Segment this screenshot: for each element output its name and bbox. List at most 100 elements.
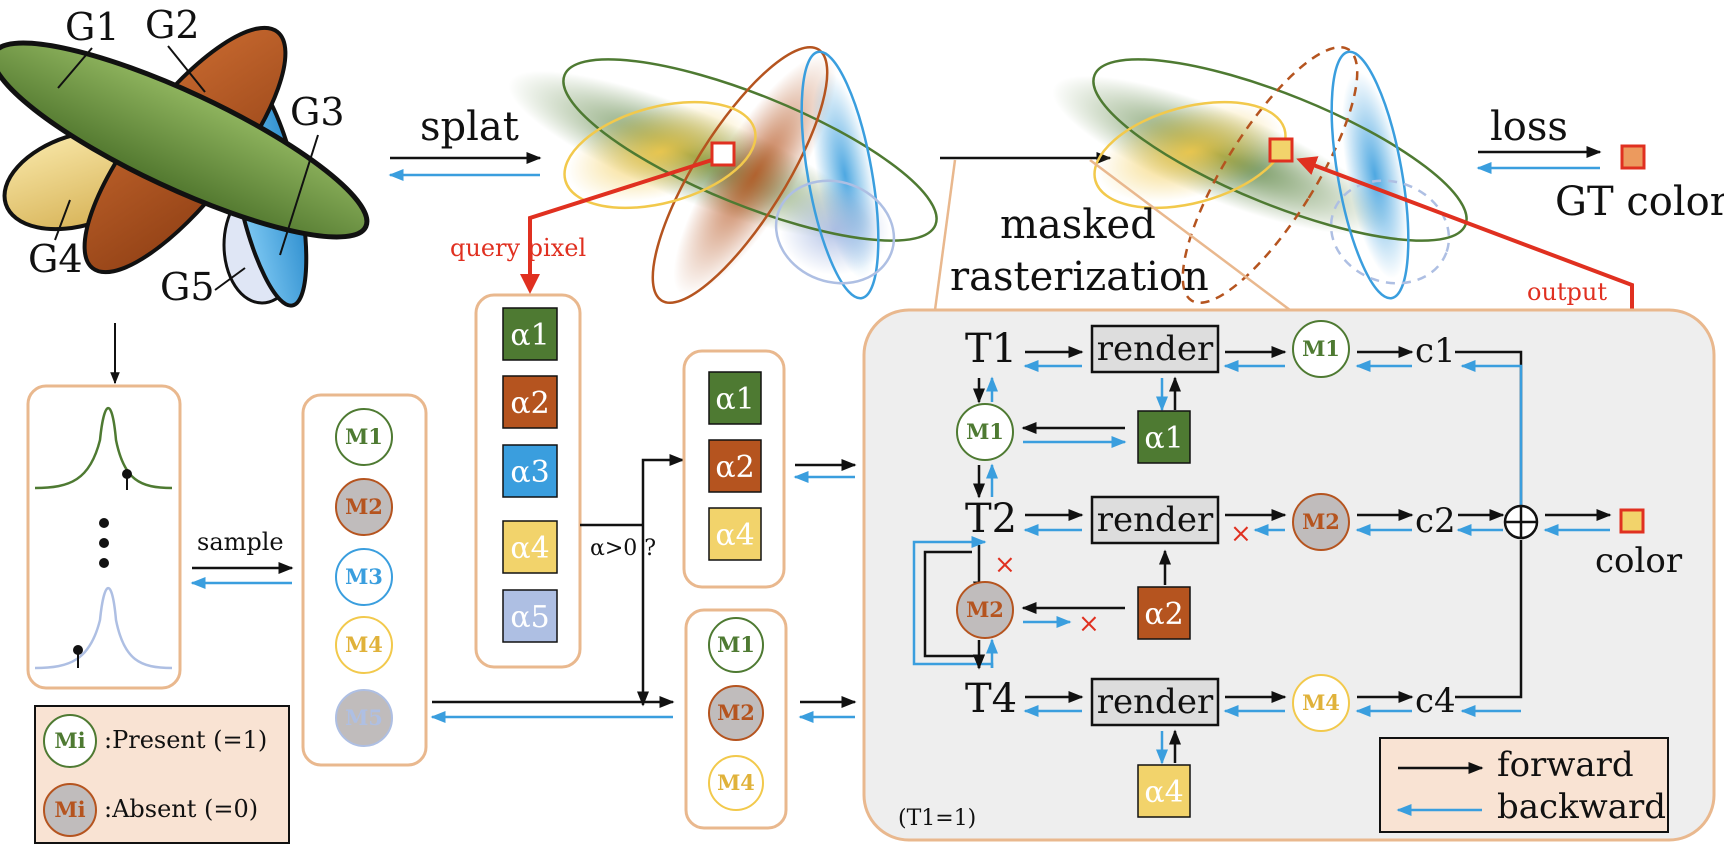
legend-forward: forward bbox=[1497, 745, 1634, 785]
svg-text:M1: M1 bbox=[345, 424, 383, 449]
filtered-alpha-box: α1 α2 α4 bbox=[682, 349, 786, 589]
filtered-mask-m1 bbox=[708, 617, 764, 673]
svg-text:α5: α5 bbox=[510, 600, 549, 635]
legend-backward: backward bbox=[1497, 787, 1666, 827]
distribution-panel bbox=[26, 384, 182, 690]
output-color-swatch bbox=[1619, 508, 1645, 534]
svg-text:M4: M4 bbox=[345, 632, 383, 657]
svg-text:α1: α1 bbox=[715, 382, 754, 417]
label-g4: G4 bbox=[28, 237, 83, 281]
gt-color-label: GT color bbox=[1555, 179, 1724, 225]
svg-text:M5: M5 bbox=[345, 705, 383, 730]
loss-label: loss bbox=[1490, 104, 1568, 150]
rasterization-panel: T1 render M1 c1 α1 M1 T2 render bbox=[862, 308, 1716, 842]
gaussians-3d: G1 G2 G3 G4 G5 bbox=[0, 3, 370, 309]
label-g5: G5 bbox=[160, 265, 215, 309]
alpha-column: α1 α2 α3 α4 α5 bbox=[474, 293, 582, 669]
alpha-5 bbox=[502, 589, 558, 643]
filtered-mask-m4 bbox=[708, 755, 764, 811]
color-label: color bbox=[1595, 541, 1683, 581]
svg-text:M1: M1 bbox=[717, 632, 755, 657]
rasterization-label: rasterization bbox=[950, 254, 1209, 300]
mask-m3 bbox=[335, 548, 393, 606]
render-box-1 bbox=[1090, 324, 1220, 374]
svg-text:M4: M4 bbox=[1302, 690, 1340, 715]
mask-m5 bbox=[335, 689, 393, 747]
mask-m1 bbox=[335, 408, 393, 466]
block-x-3: × bbox=[1078, 609, 1100, 639]
svg-text:M4: M4 bbox=[717, 770, 755, 795]
query-pixel-label: query pixel bbox=[450, 234, 586, 262]
splat-label: splat bbox=[420, 104, 519, 150]
flow-legend bbox=[1379, 737, 1669, 833]
output-pixel-marker bbox=[1268, 137, 1294, 163]
label-g3: G3 bbox=[290, 90, 345, 134]
raster-m2-out bbox=[1292, 493, 1350, 551]
masked-image bbox=[1052, 45, 1468, 305]
label-g2: G2 bbox=[145, 3, 200, 47]
mask-column: M1 M2 M3 M4 M5 bbox=[301, 393, 428, 767]
svg-text:render: render bbox=[1097, 682, 1214, 722]
svg-text:α4: α4 bbox=[715, 518, 754, 553]
raster-m2 bbox=[956, 581, 1014, 639]
t4-label: T4 bbox=[965, 676, 1017, 722]
alpha-threshold-branch: α>0 ? bbox=[580, 454, 685, 707]
block-x-2: × bbox=[994, 550, 1016, 580]
raster-alpha-4 bbox=[1137, 764, 1191, 818]
label-g1: G1 bbox=[65, 5, 120, 49]
splat-arrows: splat bbox=[388, 104, 542, 181]
filtered-alpha-4 bbox=[708, 507, 762, 561]
masked-label: masked bbox=[1000, 202, 1156, 248]
splat-image bbox=[508, 45, 938, 305]
alpha-1 bbox=[502, 307, 558, 361]
filtered-alpha-2 bbox=[708, 439, 762, 493]
gaussian-g1 bbox=[0, 40, 370, 240]
alpha-3 bbox=[502, 444, 558, 498]
mask-legend: Mi :Present (=1) Mi :Absent (=0) bbox=[34, 705, 290, 844]
svg-text:α2: α2 bbox=[1144, 597, 1183, 632]
mask-m4 bbox=[335, 616, 393, 674]
svg-text:α3: α3 bbox=[510, 455, 549, 490]
mask-m2 bbox=[335, 478, 393, 536]
svg-text:M1: M1 bbox=[966, 419, 1004, 444]
svg-text:α1: α1 bbox=[510, 318, 549, 353]
filtered-mask-m2 bbox=[708, 685, 764, 741]
svg-text:α2: α2 bbox=[715, 450, 754, 485]
raster-alpha-1 bbox=[1137, 410, 1191, 464]
svg-text:M2: M2 bbox=[966, 597, 1004, 622]
svg-text:M2: M2 bbox=[1302, 509, 1340, 534]
c1-label: c1 bbox=[1415, 331, 1456, 371]
render-box-3 bbox=[1090, 677, 1220, 727]
legend-absent: :Absent (=0) bbox=[104, 795, 258, 823]
sample-label: sample bbox=[197, 528, 284, 556]
t2-label: T2 bbox=[965, 496, 1017, 542]
svg-text:α4: α4 bbox=[1144, 775, 1183, 810]
svg-text:render: render bbox=[1097, 329, 1214, 369]
svg-text:α1: α1 bbox=[1144, 421, 1183, 456]
block-x-1: × bbox=[1230, 519, 1252, 549]
t1-note: (T1=1) bbox=[898, 806, 976, 831]
raster-alpha-2 bbox=[1137, 586, 1191, 640]
c4-label: c4 bbox=[1415, 681, 1456, 721]
gt-color-swatch bbox=[1620, 144, 1646, 170]
query-pixel-arrow: query pixel bbox=[450, 158, 713, 294]
filtered-alpha-1 bbox=[708, 371, 762, 425]
query-pixel-marker bbox=[710, 141, 736, 167]
alpha-4 bbox=[502, 520, 558, 574]
svg-text:Mi: Mi bbox=[54, 797, 85, 822]
render-box-2 bbox=[1090, 495, 1220, 545]
c2-label: c2 bbox=[1415, 501, 1456, 541]
filtered-mask-box: M1 M2 M4 bbox=[684, 608, 788, 830]
alpha-2 bbox=[502, 375, 558, 429]
raster-m4-out bbox=[1292, 674, 1350, 732]
raster-m1 bbox=[956, 403, 1014, 461]
output-label: output bbox=[1527, 278, 1607, 306]
svg-text:M1: M1 bbox=[1302, 336, 1340, 361]
svg-text:M2: M2 bbox=[345, 494, 383, 519]
svg-text:α4: α4 bbox=[510, 531, 549, 566]
t1-label: T1 bbox=[965, 326, 1017, 372]
svg-text:render: render bbox=[1097, 500, 1214, 540]
loss-arrows: loss GT color bbox=[1476, 104, 1724, 225]
raster-m1-out bbox=[1292, 320, 1350, 378]
